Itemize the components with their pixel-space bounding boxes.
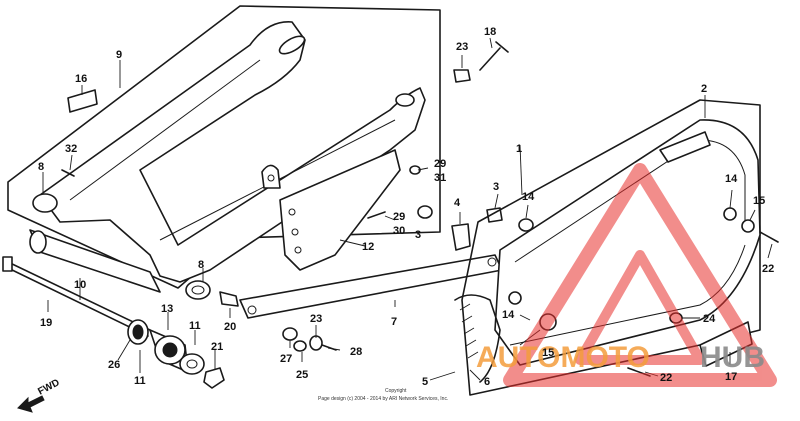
- callout-18: 18: [484, 26, 496, 38]
- leader-lines: [42, 37, 773, 381]
- callout-3b: 3: [493, 181, 499, 193]
- callout-23a: 23: [456, 41, 468, 53]
- fwd-arrow: FWD: [17, 377, 62, 413]
- callout-9: 9: [116, 49, 122, 61]
- callout-11a: 11: [189, 320, 201, 332]
- copyright-line2: Page design (c) 2004 - 2014 by ARI Netwo…: [318, 396, 448, 402]
- label-plate: [67, 89, 98, 113]
- callout-12: 12: [362, 241, 374, 253]
- watermark-text-orange: AUTOMOTO: [476, 341, 650, 374]
- pivot-bolt: [2, 256, 151, 337]
- callout-16: 16: [75, 73, 87, 85]
- callout-31: 31: [434, 172, 446, 184]
- callout-5: 5: [422, 376, 428, 388]
- callout-1: 1: [516, 143, 522, 155]
- callout-29b: 29: [393, 211, 405, 223]
- callout-14c: 14: [725, 173, 738, 185]
- watermark-text-gray: HUB: [700, 341, 765, 374]
- chain-guide-bracket: [279, 149, 401, 271]
- callout-8a: 8: [38, 161, 44, 173]
- callout-22b: 22: [660, 372, 672, 384]
- callouts: 9 16 32 8 8 10 19 13 11 26 11 21 20 12 7…: [38, 26, 774, 388]
- callout-26: 26: [108, 359, 120, 371]
- callout-22a: 22: [762, 263, 774, 275]
- callout-17: 17: [725, 371, 737, 383]
- callout-6: 6: [484, 376, 490, 388]
- pivot-bushings: [127, 319, 225, 389]
- callout-28: 28: [350, 346, 362, 358]
- callout-7: 7: [391, 316, 397, 328]
- watermark-logo: [503, 163, 777, 387]
- fwd-label: FWD: [36, 377, 61, 397]
- watermark-text: AUTOMOTO HUB: [476, 341, 765, 374]
- callout-15b: 15: [753, 195, 765, 207]
- hardware-small: [282, 41, 534, 352]
- drive-chain: [454, 294, 501, 383]
- callout-13: 13: [161, 303, 173, 315]
- callout-8b: 8: [198, 259, 204, 271]
- callout-14a: 14: [522, 191, 535, 203]
- callout-20: 20: [224, 321, 236, 333]
- callout-11b: 11: [134, 375, 146, 387]
- callout-30: 30: [393, 225, 405, 237]
- callout-21: 21: [211, 341, 223, 353]
- callout-29a: 29: [434, 158, 446, 170]
- callout-19: 19: [40, 317, 52, 329]
- copyright-line1: Copyright: [385, 388, 407, 394]
- side-bolt: [61, 169, 75, 177]
- swingarm-frame: [7, 5, 441, 300]
- callout-2: 2: [701, 83, 707, 95]
- callout-24: 24: [703, 313, 716, 325]
- callout-23b: 23: [310, 313, 322, 325]
- callout-25: 25: [296, 369, 308, 381]
- callout-14b: 14: [502, 309, 515, 321]
- torque-rod: [219, 254, 503, 319]
- callout-4: 4: [454, 197, 461, 209]
- callout-32: 32: [65, 143, 77, 155]
- callout-15a: 15: [542, 347, 554, 359]
- callout-3a: 3: [415, 229, 421, 241]
- callout-27: 27: [280, 353, 292, 365]
- callout-10: 10: [74, 279, 86, 291]
